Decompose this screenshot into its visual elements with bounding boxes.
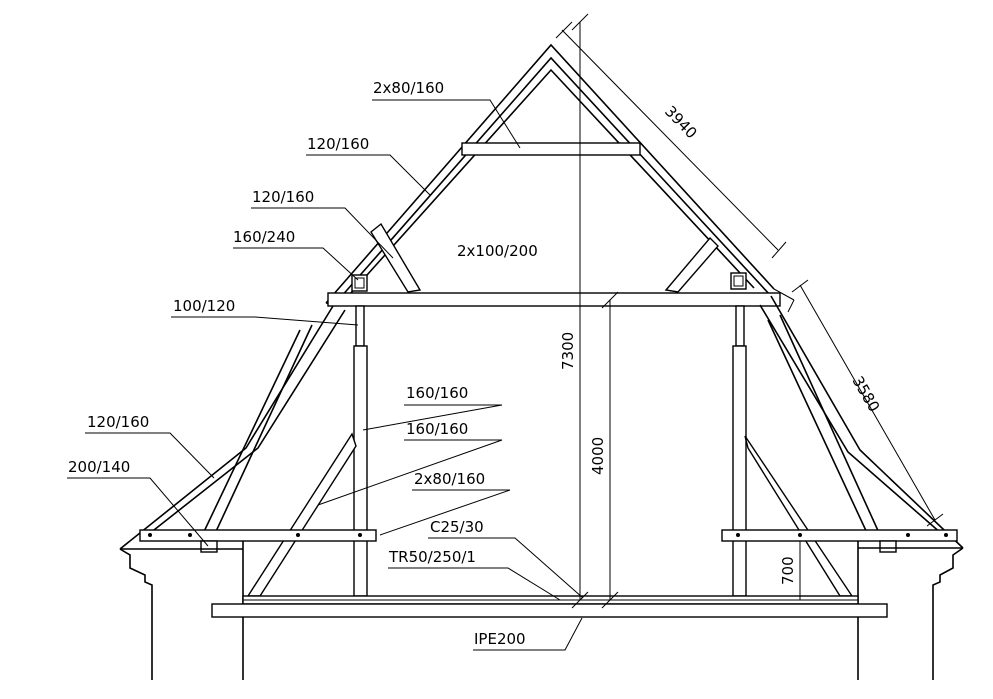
label-collar-beam: 2x80/160	[373, 79, 444, 97]
dimension-labels: 3940 3580 7300 4000 700	[559, 102, 883, 585]
dim-total-height: 7300	[559, 332, 577, 370]
upper-tie-beam	[327, 292, 781, 307]
leader-lines	[67, 99, 618, 651]
purlins	[351, 272, 747, 292]
label-brace: 160/160	[406, 420, 468, 438]
label-strut-upper: 120/160	[252, 188, 314, 206]
ceiling-slab	[242, 595, 859, 605]
upper-roof-rafters	[325, 43, 795, 313]
label-tie-beam-upper: 2x100/200	[457, 242, 538, 260]
label-tie-beam-lower: 2x80/160	[414, 470, 485, 488]
lower-braces	[246, 432, 854, 597]
collar-beam	[461, 142, 641, 156]
lower-roof-rafters	[119, 295, 964, 550]
label-lower-rafter: 120/160	[87, 413, 149, 431]
dim-mid-height: 4000	[589, 437, 607, 475]
dimension-lines	[555, 13, 944, 609]
label-post-top: 100/120	[173, 297, 235, 315]
tie-beam-nails	[148, 533, 948, 537]
lower-tie-beams	[139, 529, 958, 542]
upper-struts	[370, 222, 719, 293]
post-tops	[355, 305, 745, 347]
label-purlin: 160/240	[233, 228, 295, 246]
label-post: 160/160	[406, 384, 468, 402]
label-steel-beam: IPE200	[474, 630, 526, 648]
dim-knee-height: 700	[779, 556, 797, 585]
steel-beam	[211, 603, 888, 618]
label-profile: TR50/250/1	[388, 548, 476, 566]
wall-plates	[200, 540, 897, 553]
label-concrete: C25/30	[430, 518, 484, 536]
label-rafter: 120/160	[307, 135, 369, 153]
label-wall-plate: 200/140	[68, 458, 130, 476]
dim-upper-rafter: 3940	[661, 102, 700, 142]
dim-lower-rafter: 3580	[849, 373, 884, 415]
member-labels: 2x80/160 120/160 120/160 160/240 2x100/2…	[68, 79, 538, 648]
